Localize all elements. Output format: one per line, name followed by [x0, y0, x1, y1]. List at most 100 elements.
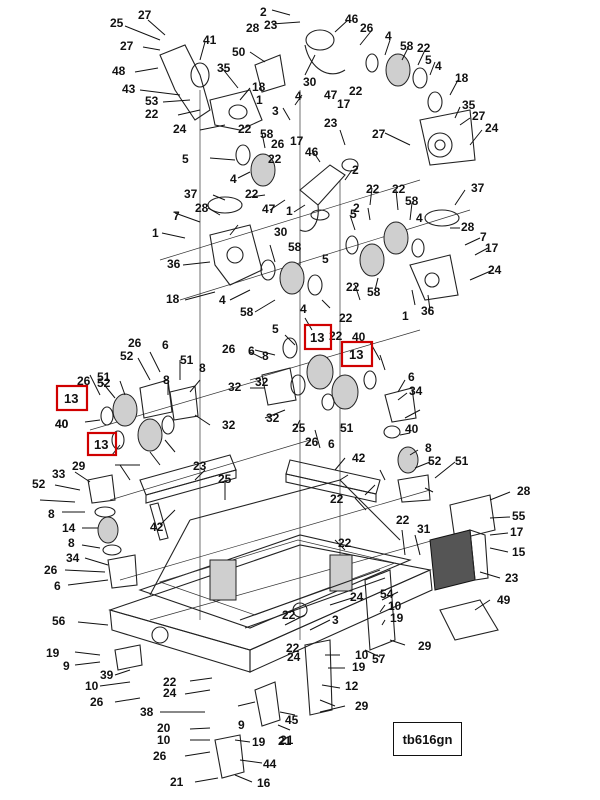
callout: 41: [203, 33, 217, 47]
callout: 52: [32, 477, 46, 491]
callout: 40: [405, 422, 419, 436]
callout: 29: [418, 639, 432, 653]
callout: 22: [349, 84, 363, 98]
callout: 15: [512, 545, 526, 559]
callout: 21: [280, 733, 294, 747]
highlight-box: [86, 431, 118, 457]
callout: 37: [184, 187, 198, 201]
callout: 4: [385, 29, 392, 43]
outlet-housing-top: [159, 44, 286, 131]
callout: 8: [163, 373, 170, 387]
callout: 8: [425, 441, 432, 455]
callout: 18: [166, 292, 180, 306]
callout: 40: [352, 330, 366, 344]
callout: 51: [97, 370, 111, 384]
callout: 30: [303, 75, 317, 89]
callout: 22: [338, 536, 352, 550]
callout: 28: [517, 484, 531, 498]
callout: 19: [390, 611, 404, 625]
callout: 8: [68, 536, 75, 550]
callout: 51: [340, 421, 354, 435]
callout: 10: [388, 599, 402, 613]
callout: 23: [324, 116, 338, 130]
right-side-components: [304, 494, 499, 716]
highlighted-callout: 13: [94, 437, 108, 452]
callout: 6: [54, 579, 61, 593]
callout: 5: [322, 252, 329, 266]
callout: 29: [355, 699, 369, 713]
callout: 6: [162, 338, 169, 352]
callout: 26: [90, 695, 104, 709]
callout: 58: [400, 39, 414, 53]
callout: 51: [455, 454, 469, 468]
callout: 26: [222, 342, 236, 356]
callout: 42: [352, 451, 366, 465]
callout: 52: [97, 376, 111, 390]
callout: 24: [485, 121, 499, 135]
callout: 26: [305, 435, 319, 449]
callout: 6: [248, 344, 255, 358]
callout-labels: 25 27 2 28 23 46 26 41 27 48 43 53 22 50…: [32, 5, 531, 790]
callout: 44: [263, 757, 277, 771]
callout: 26: [360, 21, 374, 35]
callout: 38: [140, 705, 154, 719]
callout: 20: [157, 721, 171, 735]
cross-bar-left: [139, 454, 237, 541]
callout: 52: [428, 454, 442, 468]
callout: 42: [150, 520, 164, 534]
callout: 2: [260, 5, 267, 19]
callout: 49: [497, 593, 511, 607]
lower-brackets: [114, 644, 281, 779]
callout: 47: [324, 88, 338, 102]
callout: 22: [339, 311, 353, 325]
callout: 27: [472, 109, 486, 123]
callout: 17: [510, 525, 524, 539]
reference-lines: [89, 90, 471, 640]
callout: 39: [100, 668, 114, 682]
callout: 37: [471, 181, 485, 195]
callout: 45: [285, 713, 299, 727]
callout: 46: [345, 12, 359, 26]
callout: 54: [380, 587, 394, 601]
callout: 10: [157, 733, 171, 747]
callout: 46: [305, 145, 319, 159]
callout: 19: [46, 646, 60, 660]
callout: 24: [287, 650, 301, 664]
highlight-box: [340, 340, 374, 368]
callout: 22: [392, 182, 406, 196]
callout: 22: [330, 492, 344, 506]
callout: 8: [199, 361, 206, 375]
highlighted-callout: 13: [310, 330, 324, 345]
callout: 9: [238, 718, 245, 732]
callout: 26: [44, 563, 58, 577]
callout: 4: [219, 293, 226, 307]
callout: 26: [77, 374, 91, 388]
callout: 23: [505, 571, 519, 585]
callout: 25: [110, 16, 124, 30]
callout: 24: [163, 686, 177, 700]
callout: 23: [193, 459, 207, 473]
highlighted-callouts: 13 13 13 13: [55, 323, 374, 457]
callout: 50: [232, 45, 246, 59]
callout: 12: [345, 679, 359, 693]
callout: 8: [262, 349, 269, 363]
callout: 51: [180, 353, 194, 367]
callout: 58: [240, 305, 254, 319]
callout: 22: [282, 608, 296, 622]
callout: 1: [152, 226, 159, 240]
callout: 43: [122, 82, 136, 96]
highlighted-callout: 13: [64, 391, 78, 406]
callout: 52: [120, 349, 134, 363]
callout: 2: [352, 163, 359, 177]
callout: 26: [153, 749, 167, 763]
callout: 19: [352, 660, 366, 674]
callout: 36: [167, 257, 181, 271]
callout: 28: [461, 220, 475, 234]
callout: 21: [278, 734, 292, 748]
callout: 25: [292, 421, 306, 435]
callout: 22: [366, 182, 380, 196]
callout: 18: [252, 80, 266, 94]
callout: 17: [290, 134, 304, 148]
callout: 3: [332, 613, 339, 627]
